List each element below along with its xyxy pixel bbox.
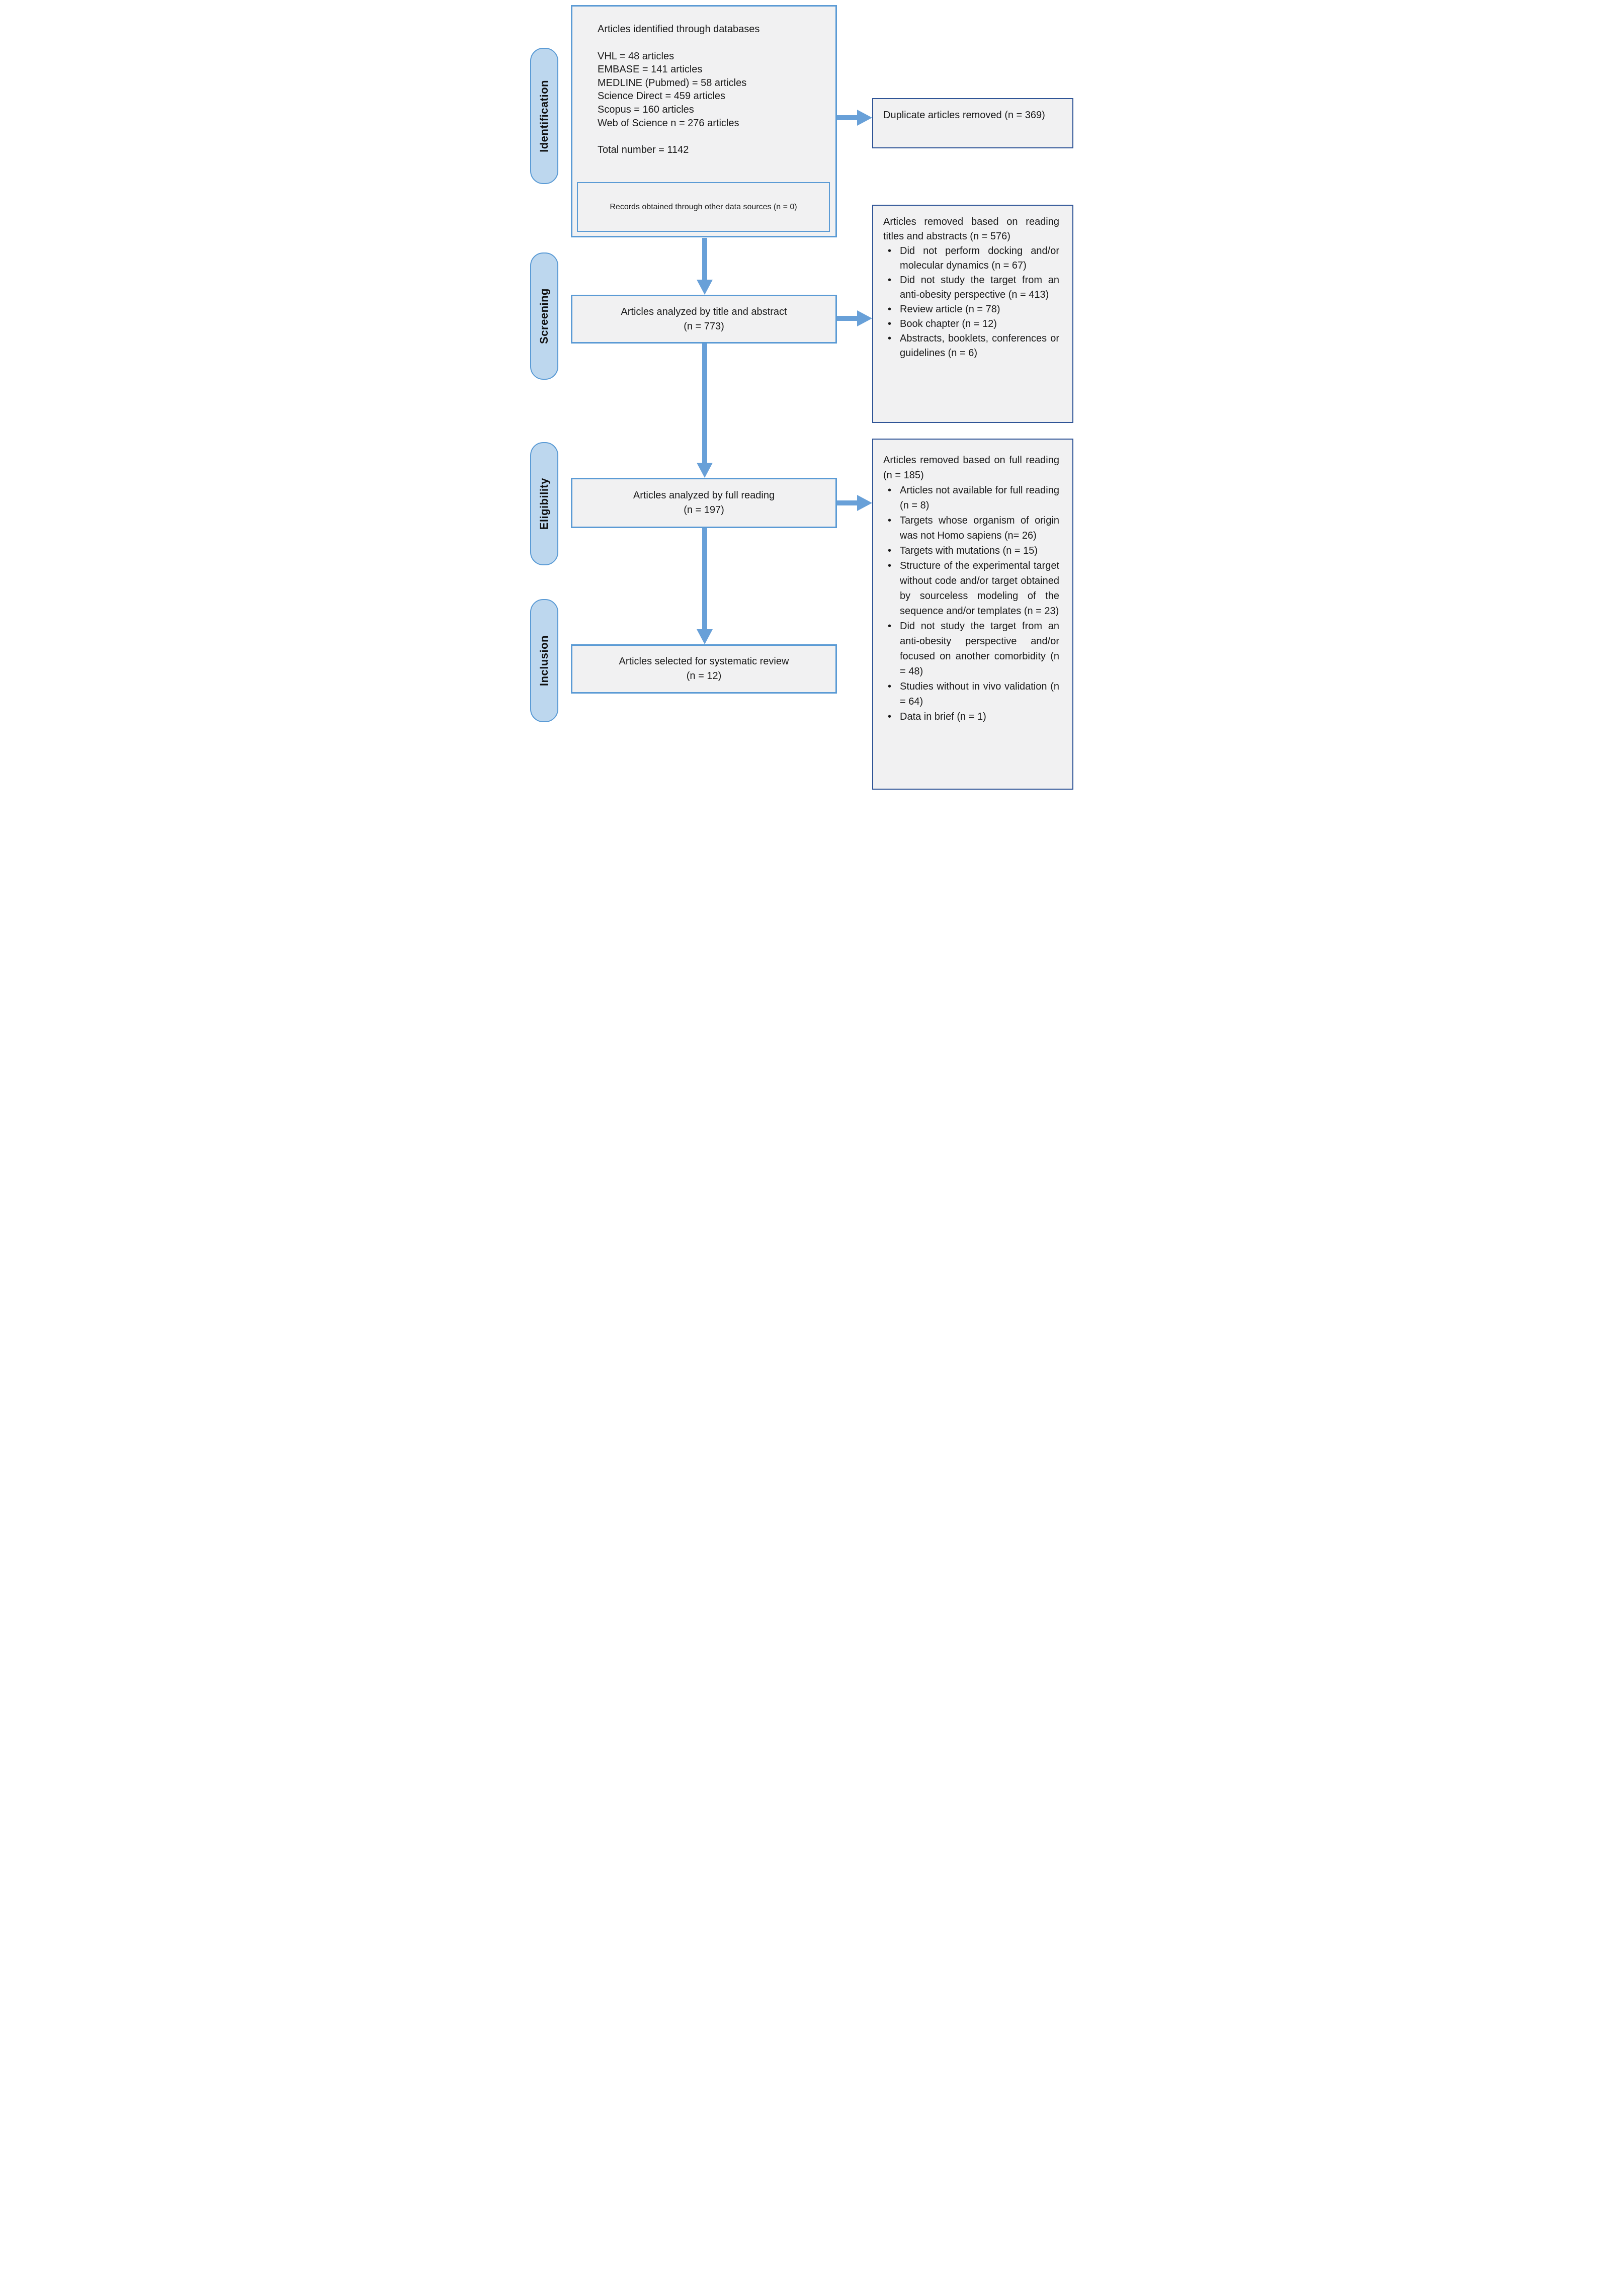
duplicates-removed-box: Duplicate articles removed (n = 369) [872,98,1073,148]
screening-box-line1: Articles analyzed by title and abstract [621,306,787,317]
exclusion-reason: Abstracts, booklets, conferences or guid… [883,331,1059,361]
titles-abstracts-removed-box: Articles removed based on reading titles… [872,205,1073,423]
exclusion-reason: Targets whose organism of origin was not… [883,513,1059,543]
arrow-right-to-full-reading-head-icon [857,495,872,511]
full-reading-removed-box: Articles removed based on full reading (… [872,439,1073,790]
prisma-flow-diagram: Identification Screening Eligibility Inc… [525,0,1078,794]
records-other-sources-text: Records obtained through other data sour… [610,202,797,211]
database-count-science-direct: Science Direct = 459 articles [598,91,726,102]
exclusion-reason: Review article (n = 78) [883,302,1059,317]
full-reading-removed-heading: Articles removed based on full reading (… [883,455,1059,481]
stage-pill-eligibility: Eligibility [530,442,558,565]
exclusion-reason: Articles not available for full reading … [883,483,1059,513]
stage-pill-identification: Identification [530,48,558,184]
total-number-line: Total number = 1142 [598,144,689,156]
inclusion-box-count: (n = 12) [686,670,722,682]
screening-box-count: (n = 773) [684,320,724,332]
arrow-down-to-inclusion-icon [702,528,707,629]
inclusion-box-line1: Articles selected for systematic review [619,656,789,667]
duplicates-removed-text: Duplicate articles removed (n = 369) [883,110,1045,121]
inclusion-box: Articles selected for systematic review … [571,644,837,694]
arrow-down-to-eligibility-icon [702,344,707,463]
eligibility-box-count: (n = 197) [684,504,724,516]
database-count-vhl: VHL = 48 articles [598,50,674,62]
stage-pill-inclusion: Inclusion [530,599,558,722]
titles-abstracts-removed-list: Did not perform docking and/or molecular… [883,244,1059,361]
arrow-down-to-eligibility-head-icon [697,463,713,478]
arrow-down-to-screening-icon [702,238,707,280]
exclusion-reason: Did not study the target from an anti-ob… [883,619,1059,679]
exclusion-reason: Did not study the target from an anti-ob… [883,273,1059,302]
exclusion-reason: Did not perform docking and/or molecular… [883,244,1059,273]
arrow-right-to-titles-abstracts-head-icon [857,310,872,326]
identification-box-title: Articles identified through databases [598,24,760,35]
stage-label-identification: Identification [538,79,550,152]
identification-box-content: Articles identified through databases VH… [572,7,835,157]
database-count-medline: MEDLINE (Pubmed) = 58 articles [598,77,747,89]
eligibility-box: Articles analyzed by full reading (n = 1… [571,478,837,528]
exclusion-reason: Book chapter (n = 12) [883,317,1059,331]
screening-box: Articles analyzed by title and abstract … [571,295,837,344]
database-count-embase: EMBASE = 141 articles [598,64,703,75]
stage-pill-screening: Screening [530,252,558,380]
database-count-scopus: Scopus = 160 articles [598,104,694,115]
exclusion-reason: Data in brief (n = 1) [883,709,1059,724]
records-other-sources-box: Records obtained through other data sour… [577,182,830,232]
exclusion-reason: Targets with mutations (n = 15) [883,543,1059,558]
exclusion-reason: Studies without in vivo validation (n = … [883,679,1059,709]
arrow-right-to-titles-abstracts-icon [837,316,857,321]
arrow-right-to-duplicates-head-icon [857,110,872,126]
exclusion-reason: Structure of the experimental target wit… [883,558,1059,619]
eligibility-box-line1: Articles analyzed by full reading [633,490,775,501]
arrow-down-to-inclusion-head-icon [697,629,713,644]
arrow-down-to-screening-head-icon [697,280,713,295]
arrow-right-to-full-reading-icon [837,500,857,505]
titles-abstracts-removed-heading: Articles removed based on reading titles… [883,216,1059,242]
stage-label-eligibility: Eligibility [538,477,550,530]
stage-label-screening: Screening [538,288,550,344]
database-count-web-of-science: Web of Science n = 276 articles [598,117,739,129]
full-reading-removed-list: Articles not available for full reading … [883,483,1059,724]
stage-label-inclusion: Inclusion [538,635,550,687]
arrow-right-to-duplicates-icon [837,115,857,120]
